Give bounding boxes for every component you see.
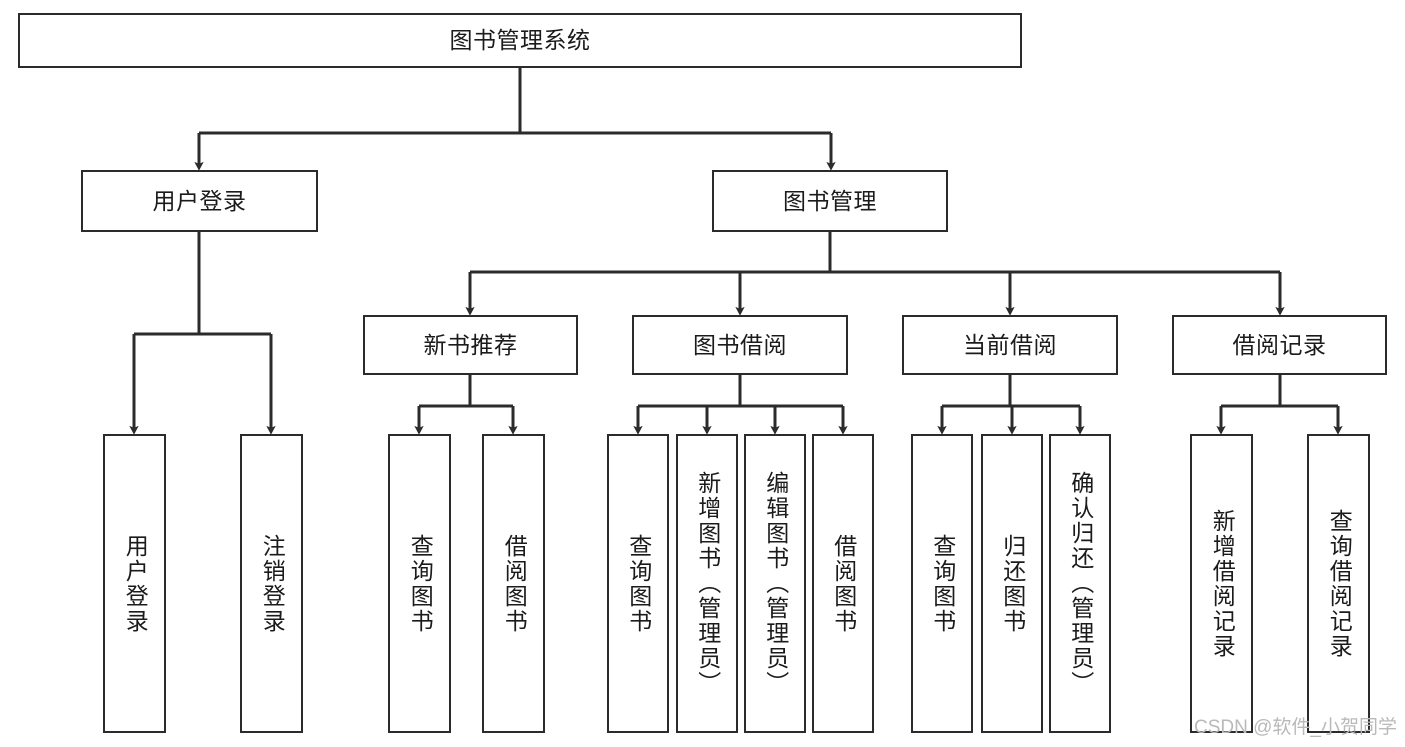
- node-current-borrowing[interactable]: 当前借阅: [902, 315, 1118, 375]
- node-label: 新书推荐: [423, 331, 518, 358]
- node-label: 查询图书: [625, 533, 652, 634]
- node-label: 图书管理系统: [449, 27, 591, 54]
- leaf-lend-book[interactable]: 借阅图书: [812, 434, 874, 733]
- leaf-add-borrow-record[interactable]: 新增借阅记录: [1190, 434, 1253, 733]
- node-book-management[interactable]: 图书管理: [712, 170, 948, 232]
- node-label: 新增借阅记录: [1209, 508, 1236, 659]
- leaf-user-logout[interactable]: 注销登录: [240, 434, 303, 733]
- node-user-login[interactable]: 用户登录: [81, 170, 318, 232]
- watermark: CSDN @软件_小贺同学: [1194, 717, 1397, 738]
- leaf-confirm-return-admin[interactable]: 确认归还（管理员）: [1049, 434, 1111, 733]
- node-label: 当前借阅: [963, 331, 1057, 358]
- node-label: 归还图书: [999, 533, 1026, 634]
- node-label: 查询借阅记录: [1326, 508, 1353, 659]
- node-label: 用户登录: [152, 187, 247, 214]
- leaf-query-book-current[interactable]: 查询图书: [911, 434, 973, 733]
- node-label: 确认归还（管理员）: [1067, 471, 1094, 696]
- leaf-user-login[interactable]: 用户登录: [103, 434, 166, 733]
- node-label: 借阅图书: [830, 533, 857, 634]
- node-label: 借阅图书: [501, 533, 528, 634]
- node-label: 新增图书（管理员）: [694, 471, 721, 696]
- node-label: 查询图书: [929, 533, 956, 634]
- node-label: 图书管理: [783, 187, 877, 214]
- node-label: 图书借阅: [693, 331, 787, 358]
- node-borrow-records[interactable]: 借阅记录: [1172, 315, 1387, 375]
- leaf-add-book-admin[interactable]: 新增图书（管理员）: [676, 434, 738, 733]
- node-label: 注销登录: [259, 533, 286, 634]
- leaf-edit-book-admin[interactable]: 编辑图书（管理员）: [744, 434, 806, 733]
- leaf-query-book-borrow[interactable]: 查询图书: [607, 434, 669, 733]
- node-root-system[interactable]: 图书管理系统: [18, 13, 1022, 68]
- leaf-query-borrow-record[interactable]: 查询借阅记录: [1307, 434, 1370, 733]
- leaf-borrow-book-newbook[interactable]: 借阅图书: [482, 434, 545, 733]
- leaf-return-book[interactable]: 归还图书: [981, 434, 1043, 733]
- node-label: 借阅记录: [1232, 331, 1327, 358]
- node-book-borrowing[interactable]: 图书借阅: [632, 315, 848, 375]
- node-label: 编辑图书（管理员）: [762, 471, 789, 696]
- node-label: 用户登录: [122, 533, 149, 634]
- node-label: 查询图书: [407, 533, 434, 634]
- leaf-query-book-newbook[interactable]: 查询图书: [388, 434, 451, 733]
- node-new-book-recommendation[interactable]: 新书推荐: [363, 315, 578, 375]
